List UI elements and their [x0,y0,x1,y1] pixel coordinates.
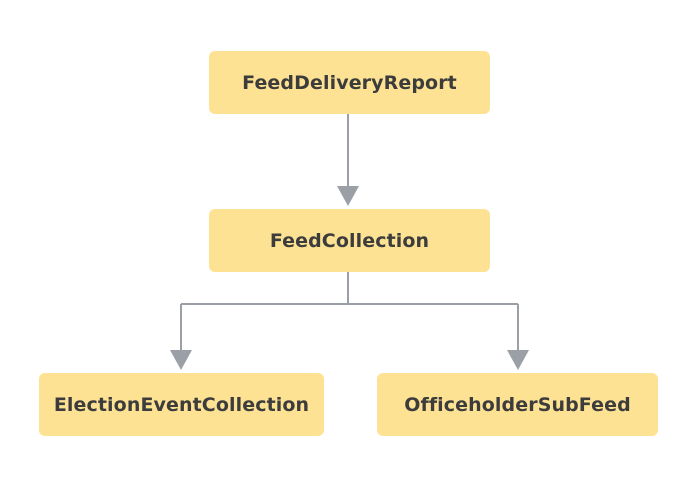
node-election-event-collection: ElectionEventCollection [39,373,324,436]
arrowhead-collection [337,186,359,206]
arrowhead-election-event [170,350,192,370]
node-officeholder-sub-feed: OfficeholderSubFeed [377,373,658,436]
arrowhead-officeholder [507,350,529,370]
node-feed-collection: FeedCollection [209,209,490,272]
node-feed-delivery-report: FeedDeliveryReport [209,51,490,114]
